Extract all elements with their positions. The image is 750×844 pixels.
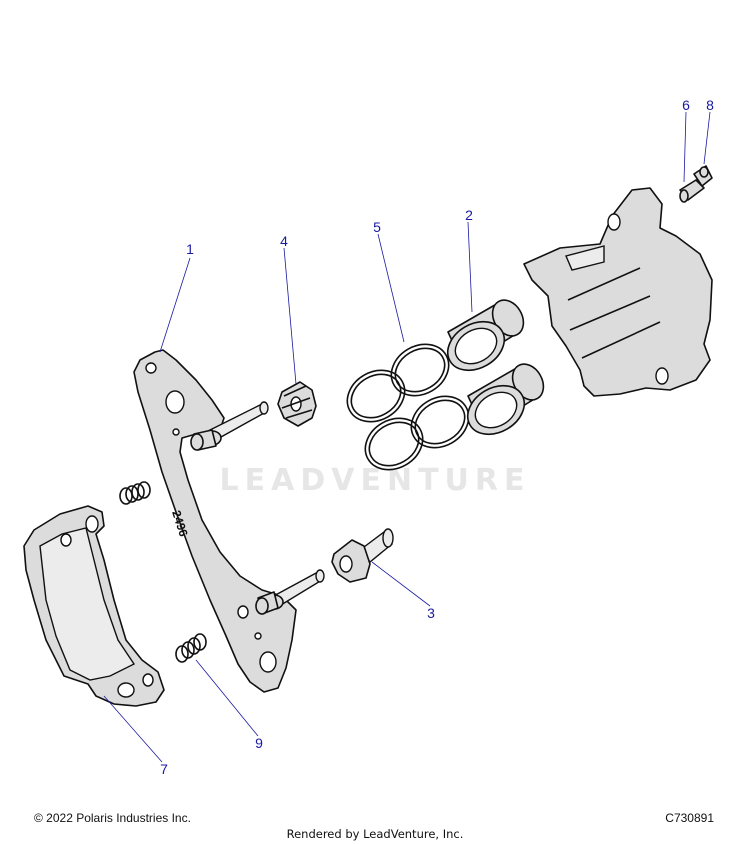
pin-bushing [331,528,394,583]
rendered-by-credit: Rendered by LeadVenture, Inc. [286,827,464,841]
copyright-notice: © 2022 Polaris Industries Inc. [34,811,191,825]
callout-1: 1 [186,241,194,257]
callout-5: 5 [373,219,381,235]
callout-4: 4 [280,233,288,249]
callout-3: 3 [427,605,435,621]
brake-pad [23,505,165,707]
anti-rattle-spring-upper [119,481,151,505]
callout-7: 7 [160,761,168,777]
pin-boot [277,381,317,427]
callout-8: 8 [706,97,714,113]
bleeder-cap [693,165,713,187]
anti-rattle-spring-lower [175,633,207,663]
callout-9: 9 [255,735,263,751]
callout-2: 2 [465,207,473,223]
figure-code: C730891 [665,811,714,825]
caliper-pistons [446,299,545,436]
caliper-body [523,187,713,397]
caliper-bracket: 2496 [133,349,325,693]
bleeder-screw [679,179,705,203]
callout-6: 6 [682,97,690,113]
watermark: LEADVENTURE [220,463,531,498]
piston-seals [346,343,470,471]
leader-lines [103,111,711,763]
